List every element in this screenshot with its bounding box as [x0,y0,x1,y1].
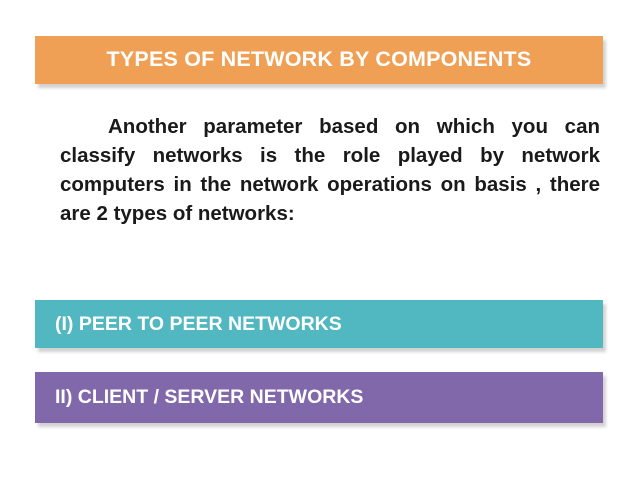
list-item-label: II) CLIENT / SERVER NETWORKS [55,386,364,408]
list-item-client-server: II) CLIENT / SERVER NETWORKS [35,372,603,423]
list-item-peer-to-peer: (I) PEER TO PEER NETWORKS [35,300,603,348]
list-item-label: (I) PEER TO PEER NETWORKS [55,312,342,335]
slide-title-banner: TYPES OF NETWORK BY COMPONENTS [35,36,603,84]
slide-body-paragraph: Another parameter based on which you can… [60,115,600,226]
page-title: TYPES OF NETWORK BY COMPONENTS [106,47,532,72]
